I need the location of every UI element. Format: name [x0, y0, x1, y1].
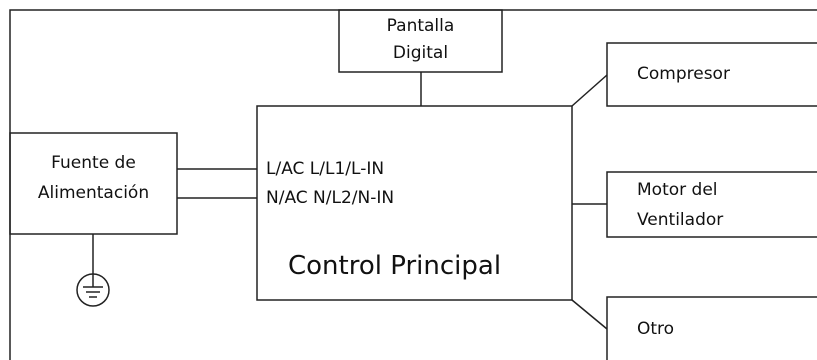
live-input-label: L/AC L/L1/L-IN: [266, 159, 385, 179]
display-label-line2: Digital: [392, 43, 449, 63]
power-supply-label-line1: Fuente de: [51, 153, 136, 173]
other-box: [606, 296, 817, 360]
compressor-connector: [571, 74, 608, 107]
other-connector: [571, 299, 608, 330]
outer-frame: [9, 9, 817, 360]
neutral-input-label: N/AC N/L2/N-IN: [266, 188, 395, 208]
compressor-box: [606, 42, 817, 107]
compressor-label: Compresor: [637, 64, 730, 84]
fan-motor-label-line2: Ventilador: [637, 210, 724, 230]
other-label: Otro: [637, 319, 675, 339]
main-control-box: [256, 105, 573, 301]
fan-motor-label-line1: Motor del: [637, 180, 718, 200]
power-supply-label-line2: Alimentación: [37, 183, 150, 203]
ground-icon: [76, 273, 110, 307]
main-control-label: Control Principal: [288, 251, 502, 281]
display-label-line1: Pantalla: [386, 16, 455, 36]
